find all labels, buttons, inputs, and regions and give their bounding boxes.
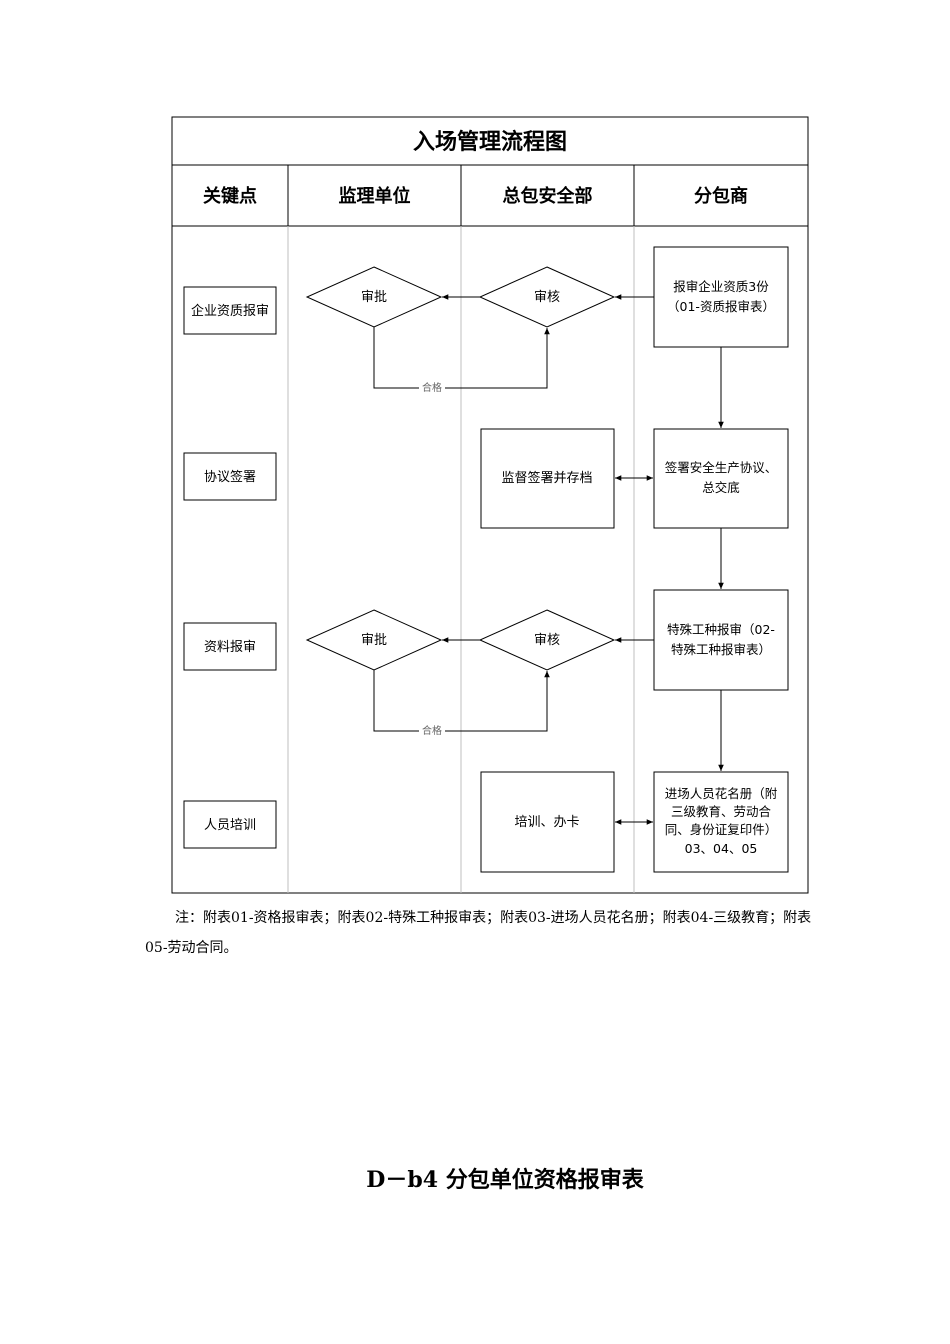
svg-text:资料报审: 资料报审 [204, 640, 256, 655]
key-point-personnel-training: 人员培训 [183, 800, 277, 849]
qualified-label-2: 合格 [422, 724, 442, 737]
svg-text:监督签署并存档: 监督签署并存档 [501, 470, 592, 486]
flowchart-frame [171, 116, 809, 894]
submit-qualification-box: 报审企业资质3份 （01-资质报审表） [653, 246, 789, 348]
qualified-loop-1 [373, 327, 550, 389]
qualified-loop-2 [373, 670, 550, 732]
column-header-supervisor: 监理单位 [339, 185, 411, 207]
training-box: 培训、办卡 [480, 771, 615, 873]
approve-diamond-2: 审批 [305, 609, 443, 671]
key-point-qualification-review: 企业资质报审 [183, 286, 277, 335]
column-header-key-points: 关键点 [203, 185, 257, 207]
svg-text:培训、办卡: 培训、办卡 [514, 814, 579, 830]
svg-text:审核: 审核 [534, 290, 560, 305]
svg-text:企业资质报审: 企业资质报审 [191, 303, 269, 319]
svg-text:同、身份证复印件）: 同、身份证复印件） [665, 822, 778, 837]
column-header-subcontractor: 分包商 [694, 185, 748, 207]
svg-text:人员培训: 人员培训 [204, 817, 256, 833]
key-point-document-review: 资料报审 [183, 622, 277, 671]
column-header-general-contractor-safety: 总包安全部 [503, 185, 593, 207]
svg-text:（01-资质报审表）: （01-资质报审表） [667, 299, 775, 314]
review-diamond-1: 审核 [478, 266, 616, 328]
svg-text:审批: 审批 [361, 290, 387, 305]
key-point-agreement-signing: 协议签署 [183, 452, 277, 501]
svg-text:协议签署: 协议签署 [204, 469, 256, 485]
submit-special-work-box: 特殊工种报审（02- 特殊工种报审表） [653, 589, 789, 691]
svg-text:特殊工种报审（02-: 特殊工种报审（02- [667, 622, 775, 637]
svg-text:特殊工种报审表）: 特殊工种报审表） [671, 642, 771, 657]
flowchart-title: 入场管理流程图 [413, 129, 567, 155]
sign-protocol-box: 签署安全生产协议、 总交底 [653, 428, 789, 529]
svg-text:总交底: 总交底 [702, 480, 740, 495]
attachment-note: 注：附表01-资格报审表；附表02-特殊工种报审表；附表03-进场人员花名册；附… [145, 910, 812, 956]
qualified-label-1: 合格 [422, 381, 442, 394]
roster-box: 进场人员花名册（附 三级教育、劳动合 同、身份证复印件） 03、04、05 [653, 771, 789, 873]
svg-text:报审企业资质3份: 报审企业资质3份 [673, 279, 769, 294]
svg-text:进场人员花名册（附: 进场人员花名册（附 [665, 786, 778, 801]
section-title: D－b4 分包单位资格报审表 [366, 1167, 644, 1193]
svg-text:审批: 审批 [361, 633, 387, 648]
svg-text:03、04、05: 03、04、05 [685, 841, 758, 856]
approve-diamond-1: 审批 [305, 266, 443, 328]
supervise-archive-box: 监督签署并存档 [480, 428, 615, 529]
review-diamond-2: 审核 [478, 609, 616, 671]
svg-text:签署安全生产协议、: 签署安全生产协议、 [665, 460, 778, 475]
svg-text:审核: 审核 [534, 633, 560, 648]
svg-text:三级教育、劳动合: 三级教育、劳动合 [671, 804, 772, 819]
